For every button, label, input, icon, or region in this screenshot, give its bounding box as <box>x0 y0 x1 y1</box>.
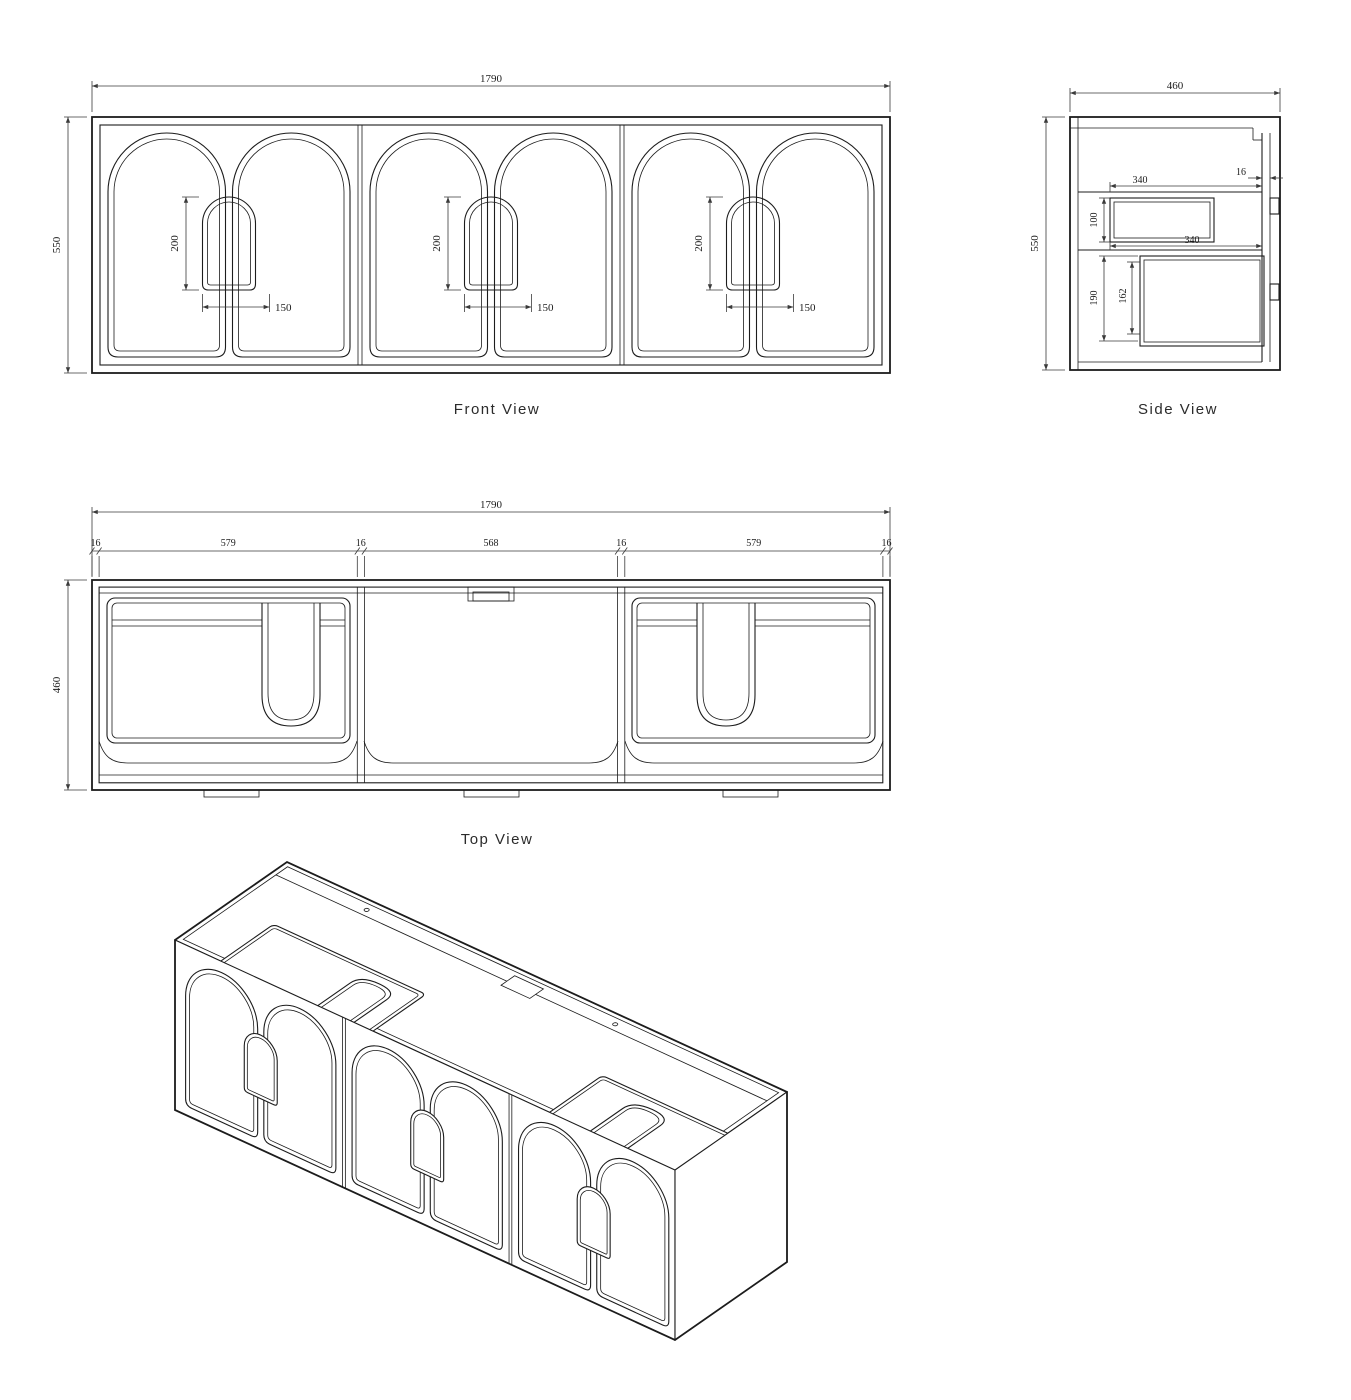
mounting-tab <box>463 789 520 798</box>
side-view-label: Side View <box>1138 401 1218 418</box>
top-segment-dims: 16 579 16 568 16 579 16 <box>89 538 893 577</box>
side-upper-drawer <box>1109 197 1215 243</box>
front-door-panel: 200 150 <box>631 132 875 358</box>
dim-segment: 579 <box>746 538 761 549</box>
dim-front-width: 1790 <box>480 73 503 85</box>
door-handle <box>201 196 257 291</box>
front-cabinet-inner-frame <box>99 124 883 366</box>
dim-handle-offset: 150 <box>275 302 292 314</box>
dim-side-height: 550 <box>1029 235 1041 252</box>
hinge-plate <box>1269 197 1280 215</box>
dim-handle-height: 200 <box>431 235 443 252</box>
back-rail-hole <box>363 908 370 912</box>
dim-handle-offset: 150 <box>537 302 554 314</box>
dim-lower-drawer-height: 190 <box>1089 291 1100 306</box>
top-view-label: Top View <box>461 831 534 848</box>
drawer-u-cutout <box>261 603 321 727</box>
dim-segment: 16 <box>616 538 626 549</box>
door-handle <box>463 196 519 291</box>
dim-panel-thickness: 16 <box>1236 167 1246 178</box>
dim-upper-drawer-height: 100 <box>1089 213 1100 228</box>
dim-lower-shelf-depth: 340 <box>1185 235 1200 246</box>
dim-segment: 16 <box>356 538 366 549</box>
dim-lower-drawer-inner: 162 <box>1118 289 1129 304</box>
dim-upper-shelf-depth: 340 <box>1133 175 1148 186</box>
dim-handle-offset: 150 <box>799 302 816 314</box>
door-handle <box>725 196 781 291</box>
top-left-drawer <box>106 597 351 744</box>
side-view: 16 340 100 340 190 162 460 550 Side <box>1029 80 1283 418</box>
iso-silhouette <box>175 862 787 1340</box>
side-lower-drawer <box>1139 255 1265 347</box>
dim-side-depth: 460 <box>1167 80 1184 92</box>
iso-centre-bracket <box>501 976 543 999</box>
top-cabinet-inner-wall <box>98 586 884 784</box>
front-door-panel: 200 150 <box>369 132 613 358</box>
side-cabinet-outline <box>1069 116 1281 371</box>
top-right-drawer <box>631 597 876 744</box>
dim-segment: 568 <box>484 538 499 549</box>
dim-front-height: 550 <box>51 236 63 253</box>
dim-segment: 16 <box>882 538 892 549</box>
top-cabinet-outline <box>91 579 891 791</box>
drawer-u-cutout <box>696 603 756 727</box>
iso-door-handle <box>577 1181 610 1260</box>
dim-handle-height: 200 <box>169 235 181 252</box>
dim-handle-height: 200 <box>693 235 705 252</box>
iso-door-panel <box>352 1033 502 1252</box>
door-arch-outline <box>231 132 351 358</box>
dim-segment: 579 <box>221 538 236 549</box>
front-door-panel: 200 150 <box>107 132 351 358</box>
front-view-label: Front View <box>454 401 540 418</box>
back-rail-hole <box>612 1022 619 1026</box>
iso-door-handle <box>244 1027 277 1106</box>
dim-segment: 16 <box>91 538 101 549</box>
front-cabinet-outline <box>91 116 891 374</box>
iso-door-panel <box>186 956 336 1175</box>
mounting-tab <box>722 789 779 798</box>
mounting-tab <box>203 789 260 798</box>
iso-door-handle <box>411 1104 444 1183</box>
dim-top-width: 1790 <box>480 499 503 511</box>
centre-bracket <box>467 586 515 602</box>
iso-door-panel <box>519 1109 669 1328</box>
top-view: 1790 16 579 16 568 16 579 16 <box>51 499 893 848</box>
isometric-view <box>175 862 787 1340</box>
dim-top-depth: 460 <box>51 676 63 693</box>
front-view: 200 150 200 150 <box>51 73 891 418</box>
door-arch-outline <box>107 132 227 358</box>
hinge-plate <box>1269 283 1280 301</box>
